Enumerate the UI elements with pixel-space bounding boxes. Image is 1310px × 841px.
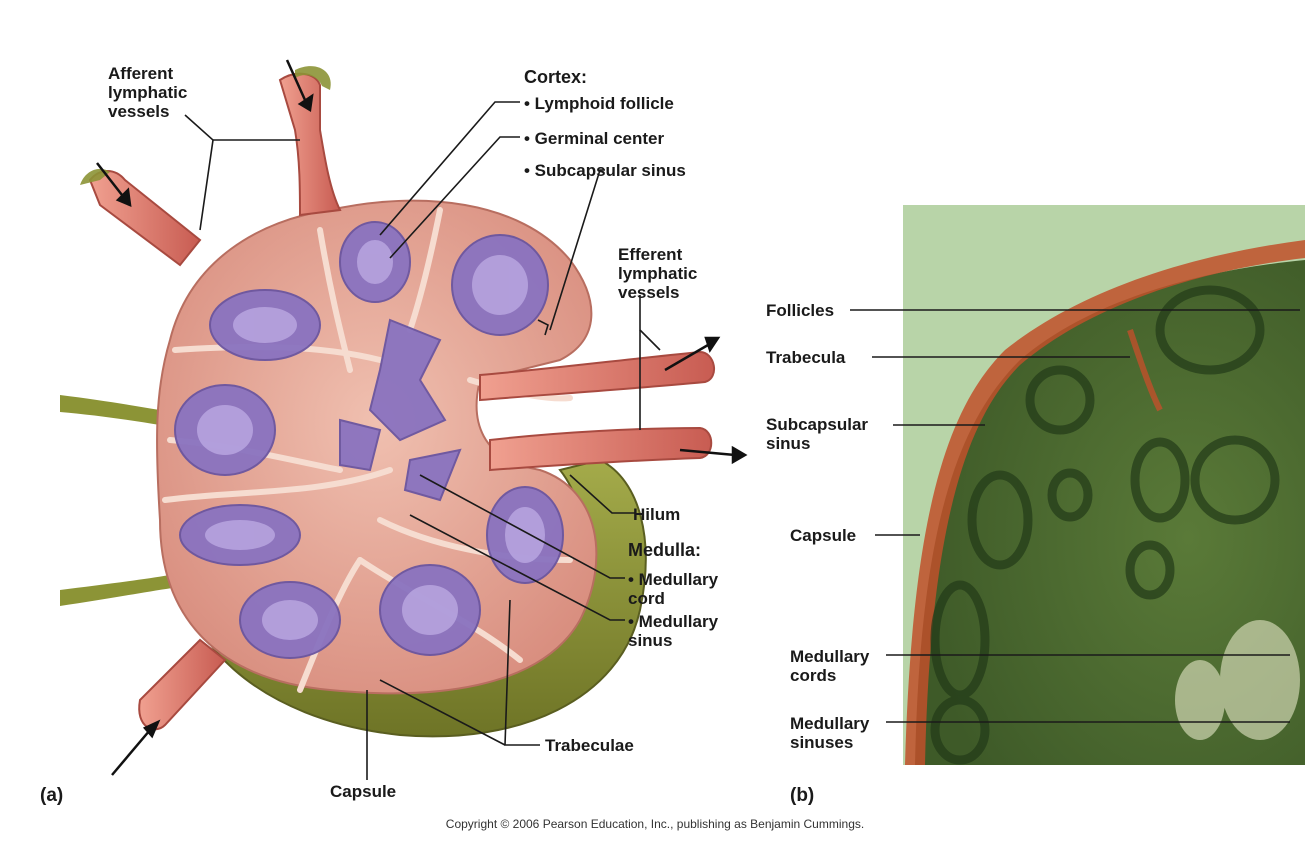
label-trabeculae: Trabeculae bbox=[545, 736, 634, 755]
connective-strand-left bbox=[60, 395, 160, 425]
label-medulla-heading: Medulla: bbox=[628, 541, 701, 560]
label-lymphoid-follicle: • Lymphoid follicle bbox=[524, 94, 674, 113]
afferent-vessel bbox=[280, 74, 340, 215]
label-trabecula: Trabecula bbox=[766, 348, 845, 367]
label-efferent-vessels: Efferent lymphatic vessels bbox=[618, 245, 697, 302]
label-subcapsular-sinus-b: Subcapsular sinus bbox=[766, 415, 868, 453]
efferent-vessel bbox=[490, 428, 711, 470]
label-cortex-heading: Cortex: bbox=[524, 68, 587, 87]
connective-strand-left-2 bbox=[60, 575, 172, 606]
label-afferent-vessels: Afferent lymphatic vessels bbox=[108, 64, 187, 121]
panel-label-a: (a) bbox=[40, 786, 63, 805]
label-capsule: Capsule bbox=[330, 782, 396, 801]
label-medullary-sinus: • Medullary sinus bbox=[628, 612, 718, 650]
copyright-text: Copyright © 2006 Pearson Education, Inc.… bbox=[0, 817, 1310, 831]
label-medullary-cords: Medullary cords bbox=[790, 647, 869, 685]
afferent-vessel bbox=[139, 640, 225, 729]
label-germinal-center: • Germinal center bbox=[524, 129, 664, 148]
label-medullary-cord: • Medullary cord bbox=[628, 570, 718, 608]
micrograph bbox=[903, 205, 1305, 765]
label-medullary-sinuses: Medullary sinuses bbox=[790, 714, 869, 752]
label-hilum: Hilum bbox=[633, 505, 680, 524]
label-subcapsular-sinus: • Subcapsular sinus bbox=[524, 161, 686, 180]
label-capsule-b: Capsule bbox=[790, 526, 856, 545]
panel-label-b: (b) bbox=[790, 786, 814, 805]
label-follicles: Follicles bbox=[766, 301, 834, 320]
afferent-vessel bbox=[90, 171, 200, 265]
